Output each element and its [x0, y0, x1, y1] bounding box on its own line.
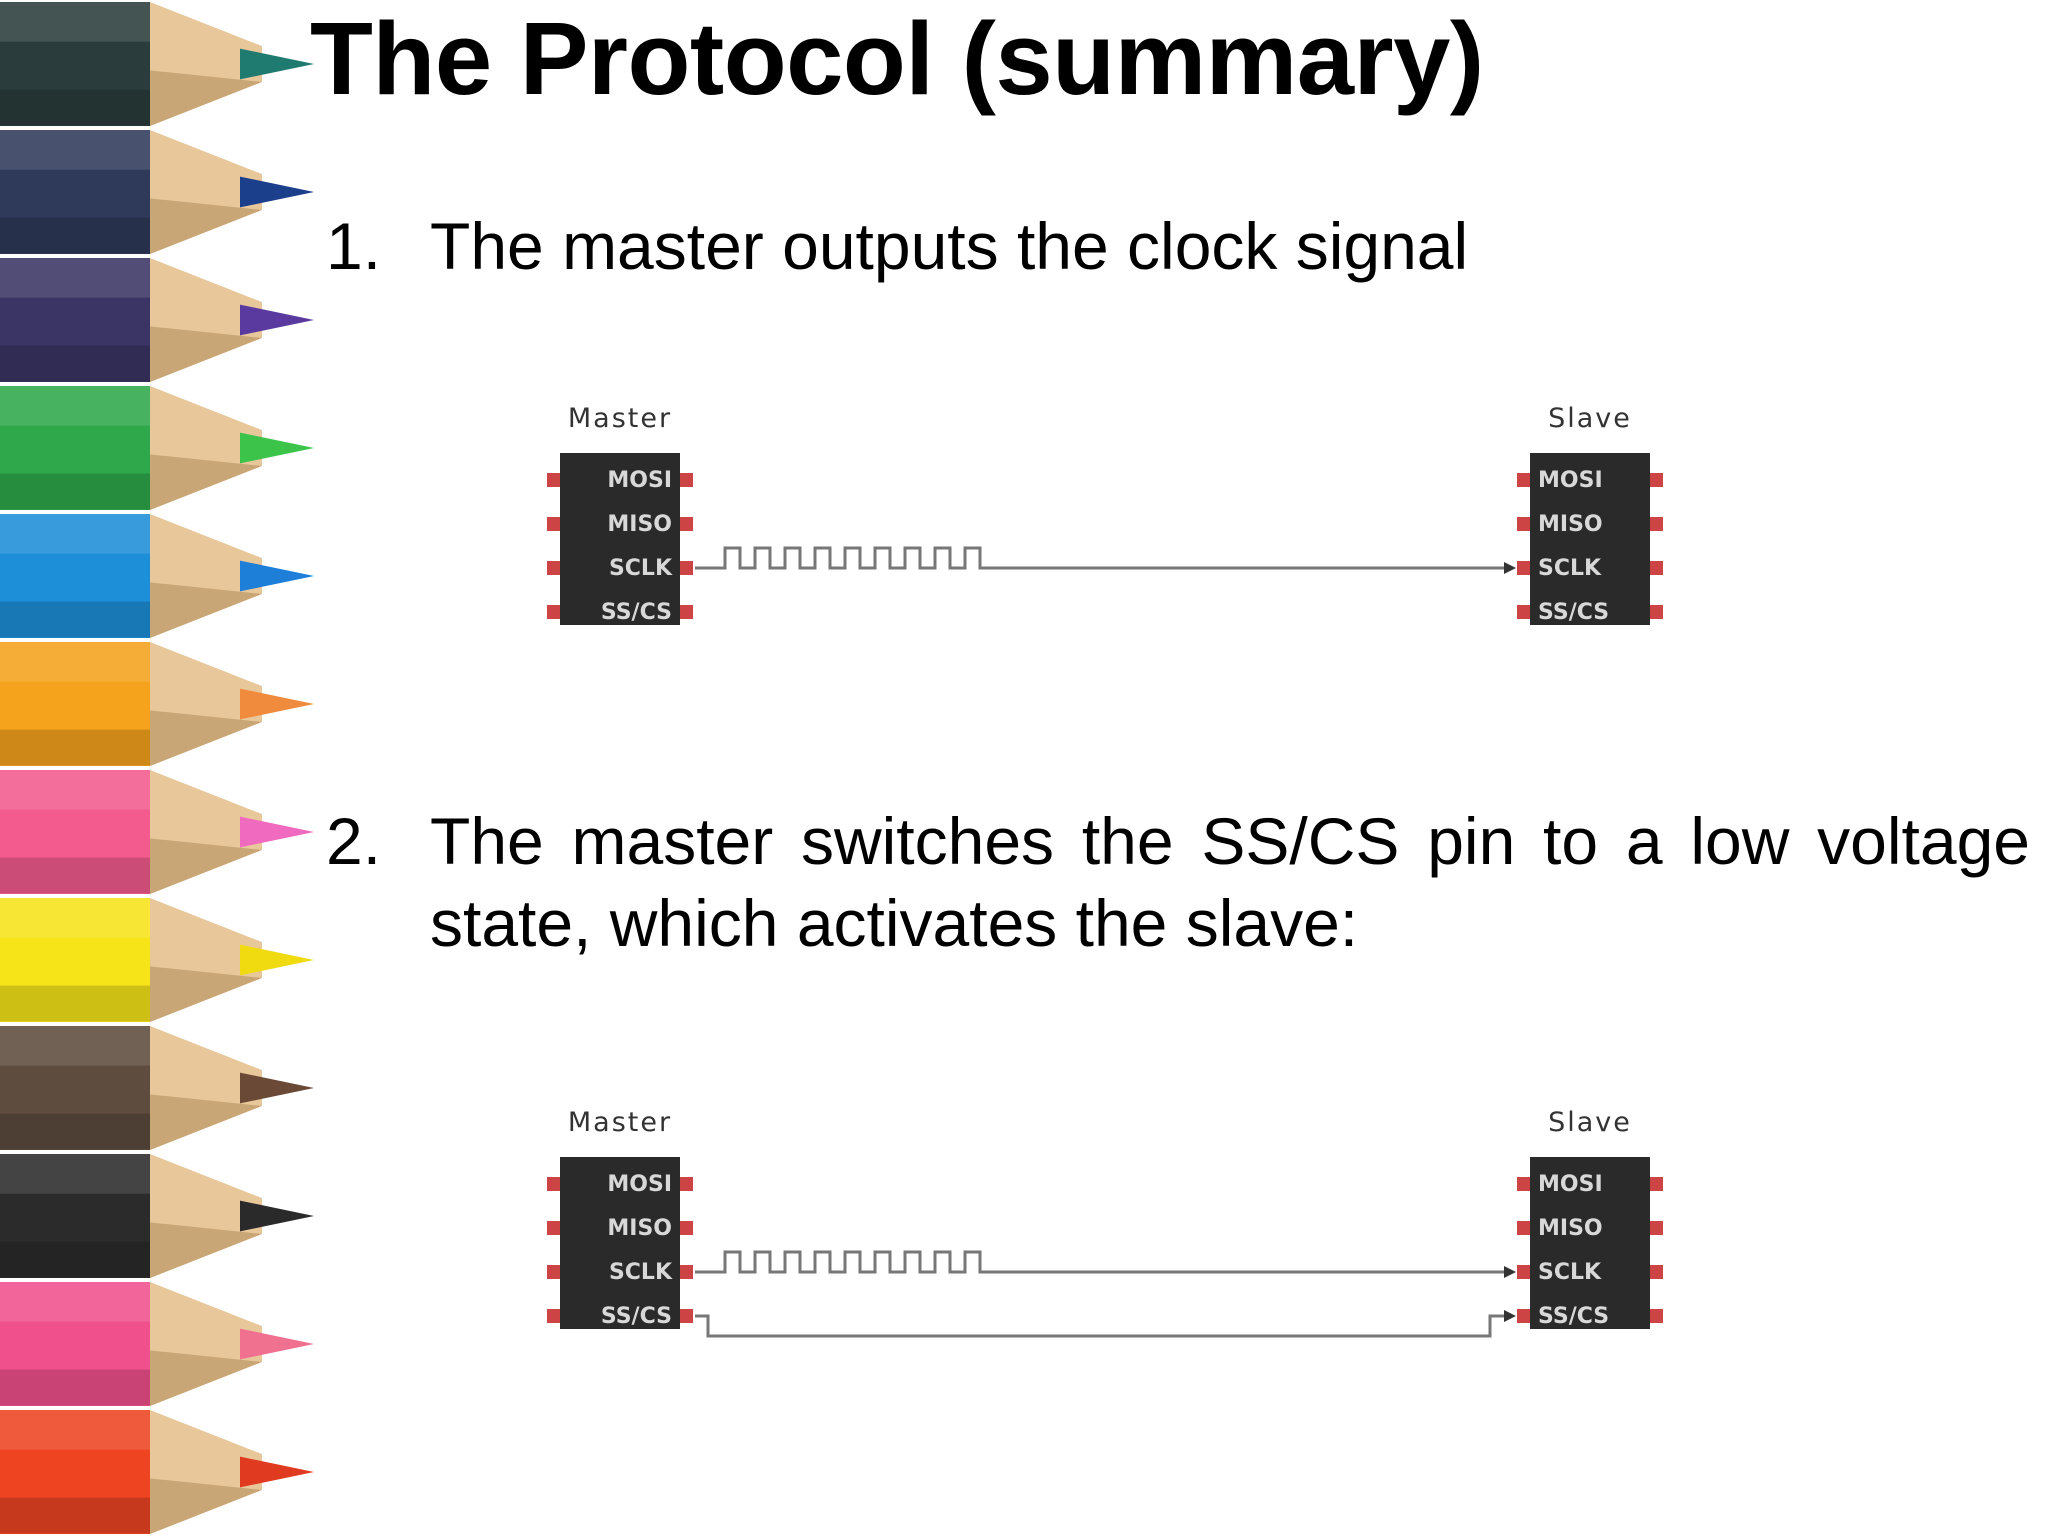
- pin-label: SCLK: [1538, 1260, 1602, 1285]
- pin-marker: [1517, 605, 1530, 619]
- slide-title: The Protocol (summary): [310, 1, 1484, 116]
- pencil: [0, 770, 314, 894]
- pin-marker: [547, 1221, 560, 1235]
- pin-label: MISO: [607, 1216, 672, 1241]
- pin-marker: [680, 1177, 693, 1191]
- master-title: Master: [568, 403, 672, 434]
- pencil: [0, 1282, 314, 1406]
- pin-marker: [1650, 473, 1663, 487]
- pencil: [0, 2, 314, 126]
- pin-marker: [1517, 517, 1530, 531]
- pencil: [0, 386, 314, 510]
- pencil: [0, 898, 314, 1022]
- sclk-signal: [695, 1250, 1508, 1274]
- pin-marker: [547, 473, 560, 487]
- pin-label: SS/CS: [1538, 600, 1609, 625]
- pin-marker: [547, 605, 560, 619]
- pin-marker: [1650, 1309, 1663, 1323]
- pin-label: SCLK: [609, 1260, 673, 1285]
- pin-marker: [547, 1265, 560, 1279]
- pin-marker: [1517, 1177, 1530, 1191]
- ss-cs-signal: [695, 1314, 1508, 1338]
- pencil: [0, 514, 314, 638]
- pin-label: MOSI: [1538, 468, 1603, 493]
- pin-marker: [1650, 605, 1663, 619]
- pin-label: MISO: [607, 512, 672, 537]
- pin-marker: [547, 1309, 560, 1323]
- pin-label: SS/CS: [601, 600, 672, 625]
- pencil: [0, 258, 314, 382]
- pin-marker: [680, 1309, 693, 1323]
- pin-marker: [1650, 1177, 1663, 1191]
- pin-label: SS/CS: [601, 1304, 672, 1329]
- pin-marker: [1650, 517, 1663, 531]
- pencil: [0, 130, 314, 254]
- pin-marker: [680, 561, 693, 575]
- pin-label: MOSI: [607, 468, 672, 493]
- step-text: The master outputs the clock signal: [430, 209, 1469, 283]
- pin-marker: [1650, 1221, 1663, 1235]
- step-number: 2.: [326, 804, 382, 878]
- pin-marker: [547, 561, 560, 575]
- pin-label: MISO: [1538, 512, 1603, 537]
- step-text: The master switches the SS/CS pin to a l…: [430, 804, 2030, 960]
- pin-marker: [1517, 1221, 1530, 1235]
- pin-marker: [1517, 473, 1530, 487]
- slave-title: Slave: [1548, 1107, 1632, 1138]
- pin-marker: [680, 473, 693, 487]
- pin-label: MISO: [1538, 1216, 1603, 1241]
- pin-marker: [680, 517, 693, 531]
- arrow-icon: [1504, 1266, 1516, 1278]
- master-title: Master: [568, 1107, 672, 1138]
- pencil: [0, 1154, 314, 1278]
- pin-marker: [1650, 1265, 1663, 1279]
- sclk-signal: [695, 546, 1508, 570]
- pin-label: MOSI: [607, 1172, 672, 1197]
- pin-marker: [1650, 561, 1663, 575]
- pin-label: SS/CS: [1538, 1304, 1609, 1329]
- pin-marker: [680, 605, 693, 619]
- step-number: 1.: [326, 209, 382, 283]
- slave-title: Slave: [1548, 403, 1632, 434]
- pin-marker: [547, 1177, 560, 1191]
- pin-marker: [547, 517, 560, 531]
- colored-pencils-decoration: [0, 2, 314, 1534]
- pin-label: SCLK: [609, 556, 673, 581]
- pin-label: MOSI: [1538, 1172, 1603, 1197]
- pin-marker: [680, 1221, 693, 1235]
- pin-marker: [1517, 561, 1530, 575]
- pin-marker: [1517, 1265, 1530, 1279]
- arrow-icon: [1504, 1310, 1516, 1322]
- pencil: [0, 1410, 314, 1534]
- pencil: [0, 642, 314, 766]
- pin-label: SCLK: [1538, 556, 1602, 581]
- pencil: [0, 1026, 314, 1150]
- pin-marker: [680, 1265, 693, 1279]
- arrow-icon: [1504, 562, 1516, 574]
- pin-marker: [1517, 1309, 1530, 1323]
